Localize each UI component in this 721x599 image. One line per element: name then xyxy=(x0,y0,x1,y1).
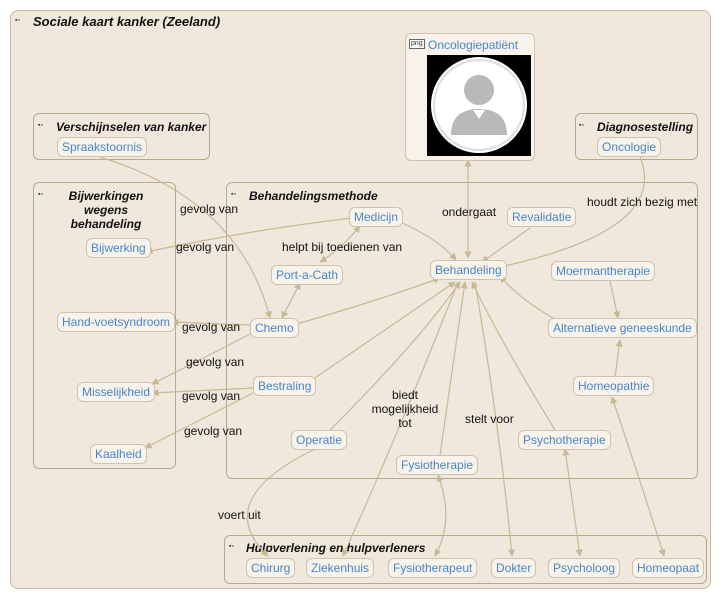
node-homeopaat[interactable]: Homeopaat xyxy=(632,558,705,578)
node-moermantherapie[interactable]: Moermantherapie xyxy=(551,261,656,281)
node-chirurg[interactable]: Chirurg xyxy=(246,558,296,578)
collapse-toggle-icon[interactable]: ▪▫ xyxy=(579,122,584,129)
oncologiepatient-label: Oncologiepatiënt xyxy=(428,38,519,52)
edge-label-gevolg-van: gevolg van xyxy=(176,240,235,254)
collapse-toggle-icon[interactable]: ▪▫ xyxy=(38,122,43,129)
node-fysiotherapie[interactable]: Fysiotherapie xyxy=(396,455,479,475)
node-hand-voetsyndroom[interactable]: Hand-voetsyndroom xyxy=(57,312,176,332)
edge-label-gevolg-van: gevolg van xyxy=(184,424,243,438)
collapse-toggle-icon[interactable]: ▪▫ xyxy=(15,17,20,24)
node-chemo[interactable]: Chemo xyxy=(250,318,299,338)
edge-label-gevolg-van: gevolg van xyxy=(182,320,241,334)
edge-label-gevolg-van: gevolg van xyxy=(186,355,245,369)
node-behandeling[interactable]: Behandeling xyxy=(430,260,507,280)
edge-label-helpt-bij-toedienen: helpt bij toedienen van xyxy=(282,240,403,254)
avatar-icon xyxy=(427,55,531,156)
edge-label-gevolg-van: gevolg van xyxy=(182,389,241,403)
node-bestraling[interactable]: Bestraling xyxy=(253,376,317,396)
oncologiepatient-node[interactable]: png Oncologiepatiënt xyxy=(405,33,535,161)
group-title-diagnosestelling: Diagnosestelling xyxy=(597,120,694,134)
collapse-toggle-icon[interactable]: ▪▫ xyxy=(231,191,236,198)
collapse-toggle-icon[interactable]: ▪▫ xyxy=(229,543,234,550)
node-dokter[interactable]: Dokter xyxy=(491,558,537,578)
node-port-a-cath[interactable]: Port-a-Cath xyxy=(271,265,344,285)
edge-label-gevolg-van: gevolg van xyxy=(180,202,239,216)
node-spraakstoornis[interactable]: Spraakstoornis xyxy=(57,137,148,157)
node-operatie[interactable]: Operatie xyxy=(291,430,348,450)
edge-label-voert-uit: voert uit xyxy=(218,508,261,522)
collapse-toggle-icon[interactable]: ▪▫ xyxy=(38,191,43,198)
node-bijwerking[interactable]: Bijwerking xyxy=(86,238,151,258)
node-ziekenhuis[interactable]: Ziekenhuis xyxy=(306,558,375,578)
group-title-hulpverlening: Hulpverlening en hulpverleners xyxy=(246,541,426,555)
node-medicijn[interactable]: Medicijn xyxy=(349,207,404,227)
map-title: Sociale kaart kanker (Zeeland) xyxy=(33,14,221,29)
node-alternatieve-geneeskunde[interactable]: Alternatieve geneeskunde xyxy=(548,318,697,338)
node-psychotherapie[interactable]: Psychotherapie xyxy=(518,430,611,450)
edge-label-houdt-zich-bezig-met: houdt zich bezig met xyxy=(587,195,698,209)
png-tag: png xyxy=(409,39,425,49)
node-homeopathie[interactable]: Homeopathie xyxy=(573,376,655,396)
node-revalidatie[interactable]: Revalidatie xyxy=(507,207,577,227)
node-kaalheid[interactable]: Kaalheid xyxy=(90,444,147,464)
edge-label-biedt-mogelijkheid-tot: biedt mogelijkheid tot xyxy=(371,388,439,430)
edge-label-stelt-voor: stelt voor xyxy=(465,412,514,426)
node-misselijkheid[interactable]: Misselijkheid xyxy=(77,382,156,402)
group-title-behandelingsmethode: Behandelingsmethode xyxy=(249,189,378,203)
group-title-verschijnselen: Verschijnselen van kanker xyxy=(56,120,207,134)
group-title-bijwerkingen: Bijwerkingen wegens behandeling xyxy=(68,189,144,231)
node-fysiotherapeut[interactable]: Fysiotherapeut xyxy=(388,558,478,578)
node-oncologie[interactable]: Oncologie xyxy=(597,137,662,157)
node-psycholoog[interactable]: Psycholoog xyxy=(548,558,621,578)
edge-label-ondergaat: ondergaat xyxy=(442,205,497,219)
